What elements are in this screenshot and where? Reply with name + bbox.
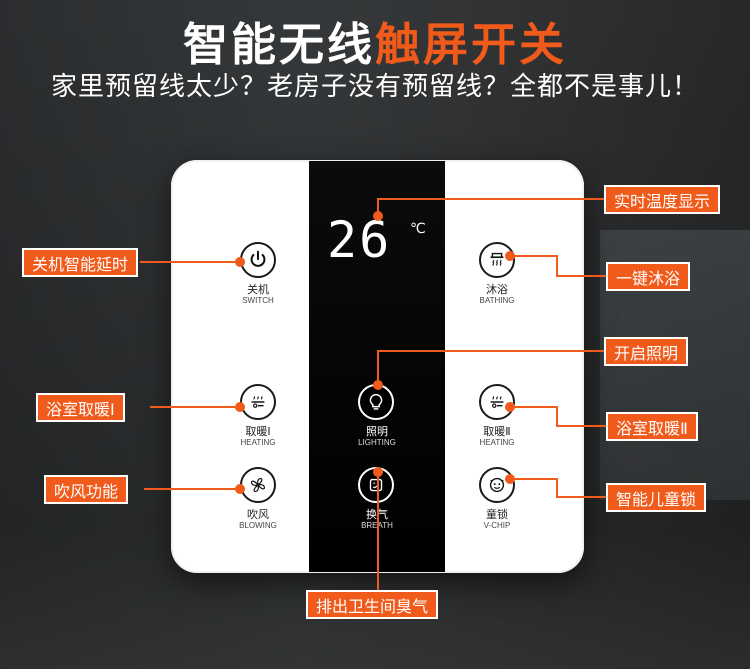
heating-2-label-en: HEATING: [479, 438, 515, 447]
callout-one-key-bath: 一键沐浴: [606, 262, 691, 291]
title-accent: 触屏开关: [375, 18, 568, 71]
child-lock-label: 童锁: [486, 508, 508, 521]
breath-label-en: BREATH: [361, 521, 393, 530]
bath-heater-icon: [490, 252, 504, 266]
child-lock-button[interactable]: [479, 467, 515, 503]
breath-button[interactable]: [358, 467, 394, 503]
callout-lighting: 开启照明: [604, 337, 689, 366]
fan-icon: [250, 477, 266, 493]
callout-heating-1: 浴室取暖Ⅰ: [36, 393, 125, 422]
child-lock-label-en: V-CHIP: [483, 521, 511, 530]
lighting-button[interactable]: [358, 384, 394, 420]
bathing-label: 沐浴: [486, 283, 508, 296]
title-white: 智能无线: [182, 18, 375, 71]
blowing-label-en: BLOWING: [239, 521, 277, 530]
switch-button[interactable]: [240, 242, 276, 278]
heating-2-label: 取暖Ⅱ: [483, 425, 511, 438]
child-lock-icon: [489, 477, 505, 493]
bathing-label-en: BATHING: [479, 296, 515, 305]
temperature-unit: ℃: [410, 221, 426, 237]
switch-label: 关机: [247, 283, 269, 296]
blowing-button[interactable]: [240, 467, 276, 503]
callout-child-lock: 智能儿童锁: [606, 483, 707, 512]
power-icon: [250, 250, 266, 267]
callout-exhaust: 排出卫生间臭气: [306, 590, 439, 619]
page-title: 智能无线触屏开关: [0, 8, 750, 73]
breath-label: 换气: [366, 508, 388, 521]
bulb-icon: [369, 393, 383, 410]
blowing-label: 吹风: [247, 508, 269, 521]
page-subtitle: 家里预留线太少？老房子没有预留线？全都不是事儿！: [50, 72, 699, 102]
temperature-readout: 26: [327, 211, 392, 269]
callout-blowing: 吹风功能: [44, 475, 129, 504]
callout-switch-delay: 关机智能延时: [22, 248, 139, 277]
lighting-label: 照明: [366, 425, 388, 438]
callout-heating-2: 浴室取暖Ⅱ: [606, 412, 698, 441]
heating-1-label: 取暖Ⅰ: [245, 425, 271, 438]
bathing-button[interactable]: [479, 242, 515, 278]
heating-2-button[interactable]: [479, 384, 515, 420]
heating-1-label-en: HEATING: [240, 438, 276, 447]
lighting-label-en: LIGHTING: [358, 438, 396, 447]
ventilation-icon: [369, 478, 383, 492]
heating-1-button[interactable]: [240, 384, 276, 420]
heater-icon: [251, 396, 265, 408]
callout-temp-display: 实时温度显示: [604, 185, 721, 214]
heater-icon: [490, 396, 504, 408]
switch-label-en: SWITCH: [242, 296, 274, 305]
